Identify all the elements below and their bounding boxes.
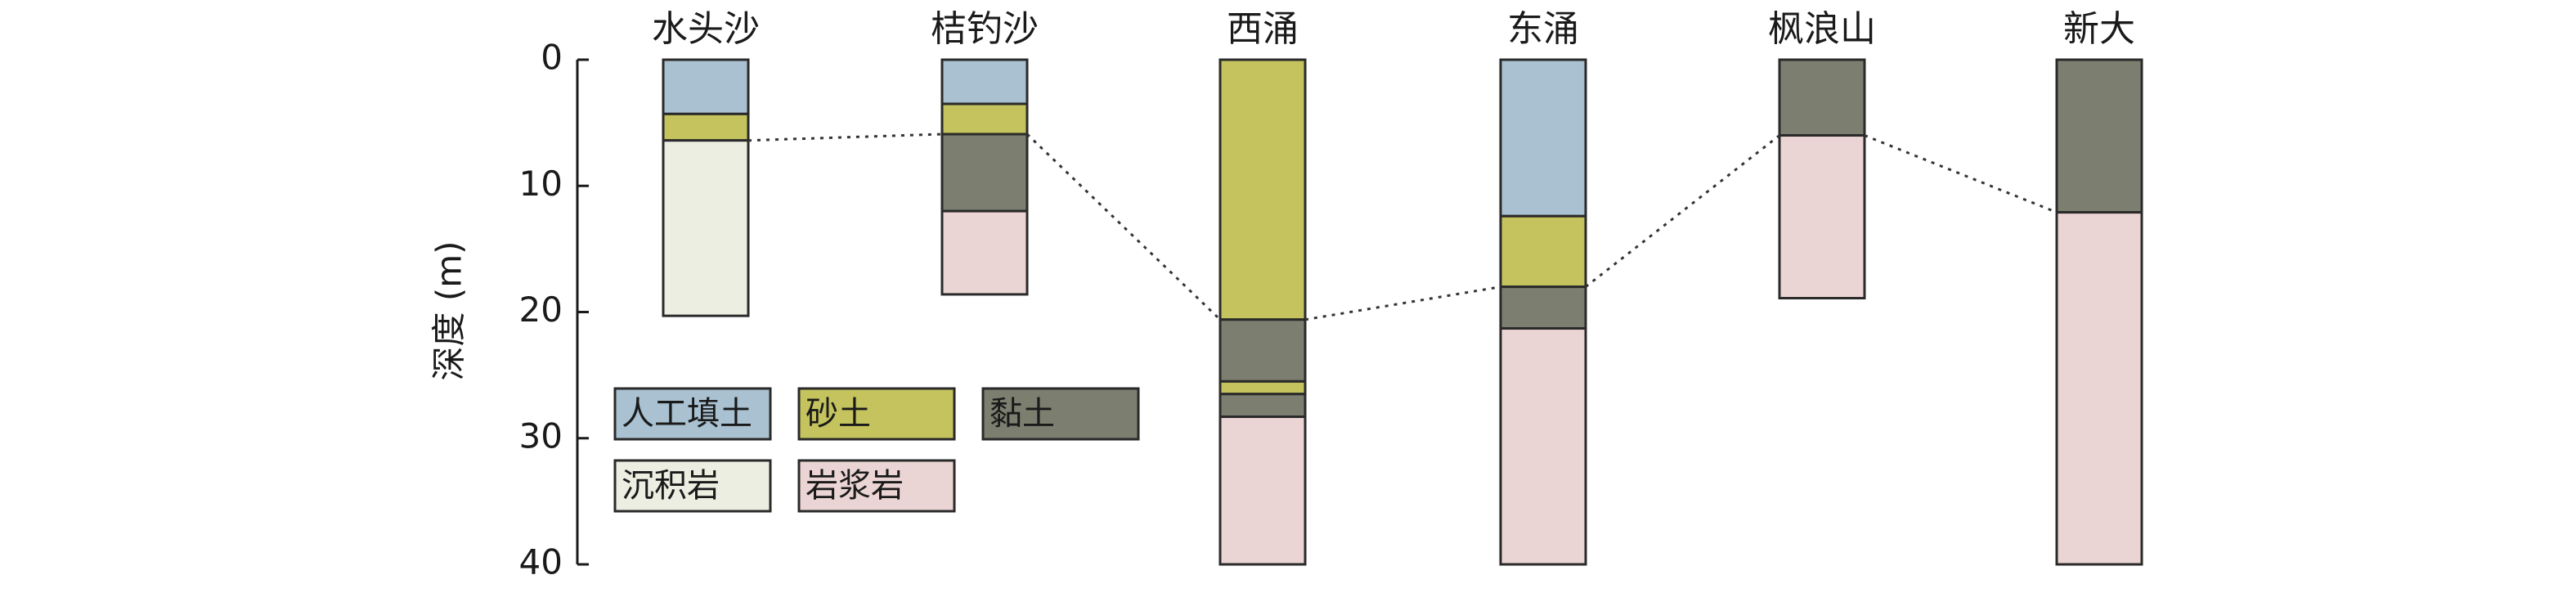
y-tick-label: 0 bbox=[541, 38, 563, 78]
layer-segment bbox=[662, 58, 750, 115]
column-5 bbox=[1778, 58, 1866, 300]
legend-label: 岩浆岩 bbox=[806, 467, 904, 505]
correlation-segment bbox=[1864, 134, 2058, 214]
legend-label: 沉积岩 bbox=[622, 467, 720, 505]
legend-swatch bbox=[613, 387, 772, 441]
column-label: 桔钓沙 bbox=[931, 8, 1039, 50]
column-4 bbox=[1499, 58, 1587, 566]
column-1 bbox=[662, 58, 750, 317]
column-label: 西涌 bbox=[1227, 8, 1299, 50]
legend-label: 黏土 bbox=[990, 395, 1055, 433]
legend-swatch bbox=[613, 459, 772, 513]
correlation-line bbox=[747, 133, 2058, 321]
layer-segment bbox=[1778, 58, 1866, 137]
column-label: 新大 bbox=[2063, 8, 2135, 50]
column-label: 水头沙 bbox=[652, 8, 760, 50]
layer-segment bbox=[1778, 134, 1866, 300]
legend-swatch bbox=[797, 459, 956, 513]
y-axis: 0 10 20 30 40 bbox=[519, 38, 589, 582]
correlation-segment bbox=[1585, 134, 1780, 288]
layer-segment bbox=[2055, 58, 2143, 214]
legend-item: 人工填土 bbox=[613, 387, 772, 441]
column-3 bbox=[1218, 58, 1307, 566]
legend-item: 沉积岩 bbox=[613, 459, 772, 513]
correlation-segment bbox=[1025, 133, 1222, 321]
correlation-segment bbox=[1304, 285, 1501, 321]
layer-segment bbox=[1218, 393, 1307, 419]
layer-segment bbox=[1499, 58, 1587, 218]
legend-label: 人工填土 bbox=[622, 395, 752, 433]
legend-swatch bbox=[797, 387, 956, 441]
legend-item: 黏土 bbox=[981, 387, 1140, 441]
y-axis-label: 深度 (m) bbox=[429, 240, 469, 380]
column-6 bbox=[2055, 58, 2143, 566]
column-labels: 水头沙 桔钓沙 西涌 东涌 枫浪山 新大 bbox=[652, 8, 2135, 50]
layer-segment bbox=[1218, 58, 1307, 321]
layer-segment bbox=[2055, 211, 2143, 566]
layer-segment bbox=[940, 102, 1029, 136]
column-label: 枫浪山 bbox=[1768, 8, 1876, 50]
column-2 bbox=[940, 58, 1029, 296]
y-tick-label: 40 bbox=[519, 542, 563, 582]
layer-segment bbox=[662, 139, 750, 317]
correlation-segment bbox=[747, 133, 943, 142]
layer-segment bbox=[1499, 214, 1587, 289]
legend-item: 砂土 bbox=[797, 387, 956, 441]
columns bbox=[662, 58, 2143, 566]
layer-segment bbox=[940, 133, 1029, 213]
layer-segment bbox=[1218, 416, 1307, 566]
column-label: 东涌 bbox=[1507, 8, 1579, 50]
legend-swatch bbox=[981, 387, 1140, 441]
layer-segment bbox=[1499, 327, 1587, 566]
layer-segment bbox=[940, 209, 1029, 296]
layer-segment bbox=[940, 58, 1029, 106]
y-tick-label: 10 bbox=[519, 164, 563, 204]
legend-label: 砂土 bbox=[806, 395, 871, 433]
layer-segment bbox=[1218, 318, 1307, 383]
layer-segment bbox=[1218, 380, 1307, 396]
legend-item: 岩浆岩 bbox=[797, 459, 956, 513]
layer-segment bbox=[1499, 285, 1587, 330]
y-tick-label: 20 bbox=[519, 290, 563, 330]
y-tick-label: 30 bbox=[519, 416, 563, 456]
layer-segment bbox=[662, 112, 750, 142]
